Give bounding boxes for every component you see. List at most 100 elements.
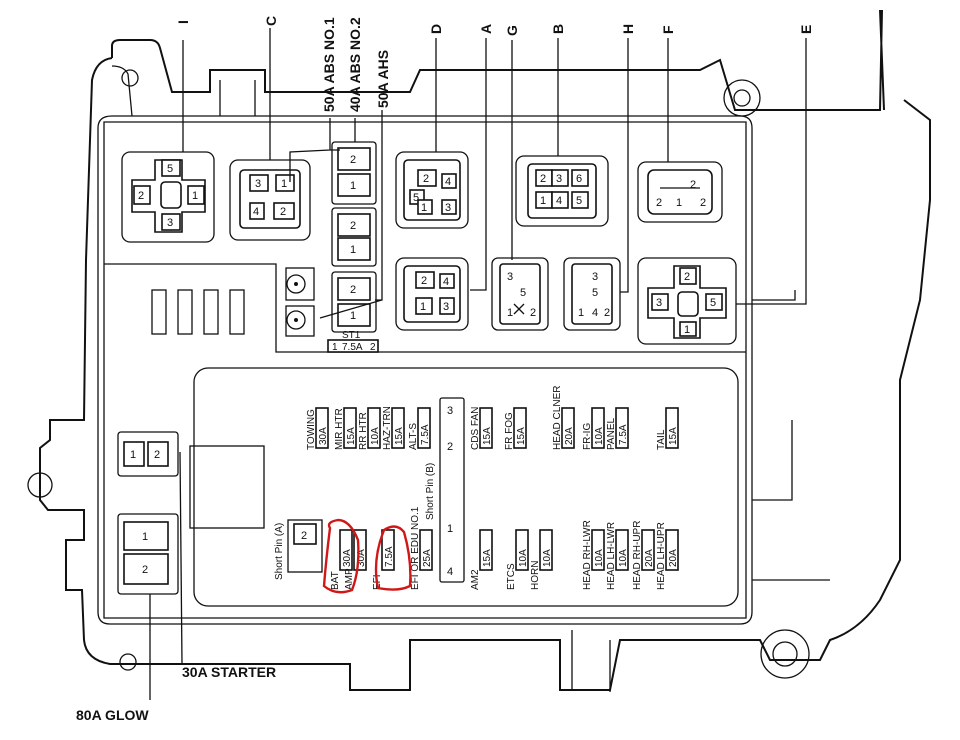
housing (27, 9, 931, 692)
fuse-slot (479, 407, 493, 449)
fuse-slot (339, 529, 353, 571)
fuse-amp: 30A (318, 427, 329, 445)
fuse-amp: 7.5A (384, 546, 395, 567)
pin-label: 2 (154, 449, 160, 461)
pin-label: 2 (301, 530, 307, 542)
callout-I: I (175, 20, 191, 24)
pin-label: 1 (192, 190, 198, 202)
callout-abs2: 40A ABS NO.2 (347, 17, 363, 112)
pin-label: 5 (710, 297, 716, 309)
fuse-amp: 30A (356, 549, 367, 567)
callout-ahs: 50A AHS (375, 50, 391, 108)
fuse-slot (513, 407, 527, 449)
sti-amp: 7.5A (342, 342, 363, 353)
pin-label: 5 (592, 287, 598, 299)
red-markup (322, 518, 412, 594)
mini-fuse-panel: 3 2 1 4 Short Pin (B) 2 Short Pin (A) (193, 367, 739, 607)
fuse-name: AMP (344, 568, 355, 590)
callout-B: B (550, 24, 566, 34)
fuse-slot (591, 529, 605, 571)
fuse-amp: 10A (594, 549, 605, 567)
fuse-name: HEAD RH-UPR (632, 521, 643, 590)
pin-label: 2 (280, 206, 286, 218)
pin-label: 3 (556, 173, 562, 185)
pin-label: 1 (350, 244, 356, 256)
large-fuse-block: 2 1 2 1 2 1 1 7.5A 2 ST1 (285, 141, 379, 353)
fuse-name: TOWING (306, 409, 317, 450)
sti-pin-right: 2 (370, 342, 376, 353)
pin-label: 2 (350, 284, 356, 296)
short-pin-a-label: Short Pin (A) (274, 523, 285, 580)
fuse-slot (515, 529, 529, 571)
short-pin-num: 2 (447, 441, 453, 453)
fuse-slot (381, 529, 395, 571)
fuse-amp: 15A (516, 427, 527, 445)
fuse-slot (343, 407, 357, 449)
pin-label: 1 (350, 180, 356, 192)
pin-label: 2 (690, 179, 696, 191)
fuse-name: HEAD RH-LWR (582, 520, 593, 590)
short-pin-num: 4 (447, 566, 453, 578)
fuse-name: EFI OR EDU NO.1 (410, 506, 421, 590)
spare-slots (151, 289, 245, 335)
fuse-amp: 15A (394, 427, 405, 445)
callout-A: A (478, 24, 494, 34)
relay-A: 2 4 1 3 (395, 257, 469, 331)
pin-label: 1 (281, 178, 287, 190)
fuse-slot (417, 407, 431, 449)
fuse-name: HAZ-TRN (382, 406, 393, 450)
fuse-amp: 20A (564, 427, 575, 445)
relay-G: 3 5 1 2 (491, 257, 549, 331)
fuse-name: PANEL (606, 418, 617, 450)
callout-glow: 80A GLOW (76, 707, 149, 723)
fuse-slot (315, 407, 329, 449)
pin-label: 3 (445, 202, 451, 214)
fuse-amp: 10A (542, 549, 553, 567)
relay-F: 2 1 2 2 (637, 161, 723, 223)
fuse-name: TAIL (656, 429, 667, 450)
pin-label: 1 (350, 310, 356, 322)
fuse-name: FR FOG (504, 412, 515, 450)
pin-label: 4 (253, 206, 259, 218)
short-pin-num: 1 (447, 523, 453, 535)
pin-label: 1 (142, 531, 148, 543)
pin-label: 4 (556, 195, 562, 207)
fuse-slot (665, 529, 679, 571)
fuse-amp: 30A (342, 549, 353, 567)
pin-label: 1 (507, 307, 513, 319)
fuse-name: FR-IG (582, 423, 593, 450)
pin-label: 5 (520, 287, 526, 299)
pin-label: 2 (350, 220, 356, 232)
callout-H: H (620, 24, 636, 34)
fuse-slot (591, 407, 605, 449)
fuse-name: HEAD CLNER (552, 386, 563, 450)
pin-label: 2 (540, 173, 546, 185)
fuse-slot (539, 529, 553, 571)
pin-label: 4 (443, 276, 449, 288)
fuse-amp: 7.5A (420, 424, 431, 445)
pin-label: 1 (130, 449, 136, 461)
leader-lines (149, 28, 807, 700)
fuse-name: HEAD LH-LWR (606, 522, 617, 590)
pin-label: 4 (592, 307, 598, 319)
pin-label: 2 (656, 197, 662, 209)
pin-label: 1 (421, 202, 427, 214)
fuse-amp: 15A (482, 549, 493, 567)
fuse-name: RR HTR (358, 412, 369, 450)
fuse-slot (391, 407, 405, 449)
fuse-amp: 10A (370, 427, 381, 445)
fuse-name: ALT-S (408, 423, 419, 450)
pin-label: 5 (576, 195, 582, 207)
callout-G: G (504, 25, 520, 36)
relay-B: 2 3 6 1 4 5 (515, 155, 609, 227)
sti-pin-left: 1 (332, 342, 338, 353)
fuse-amp: 15A (346, 427, 357, 445)
callout-E: E (798, 25, 814, 34)
pin-label: 2 (530, 307, 536, 319)
pin-label: 1 (578, 307, 584, 319)
relay-D: 2 4 5 1 3 (395, 151, 469, 229)
fuse-amp: 10A (518, 549, 529, 567)
fuse-slot (419, 529, 433, 571)
